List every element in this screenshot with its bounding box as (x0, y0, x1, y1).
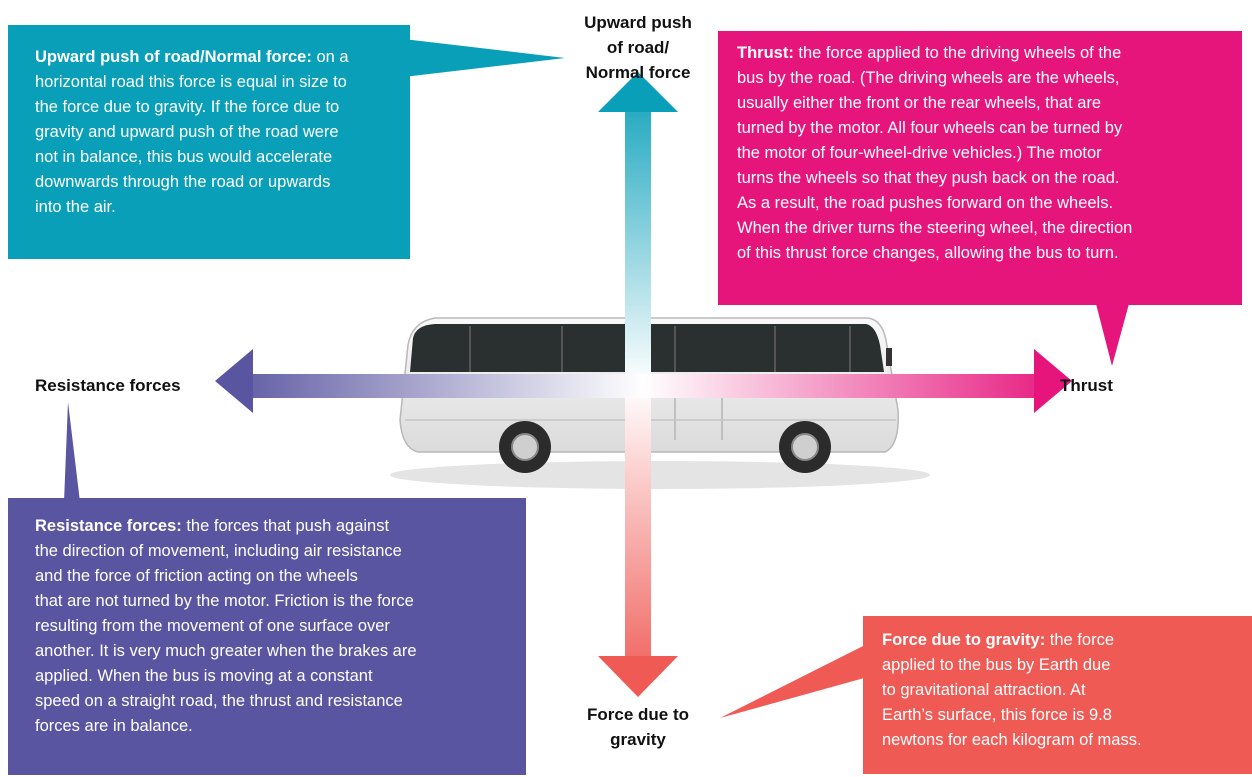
callout-text: on a (311, 48, 349, 66)
gravity-arrowhead (598, 656, 678, 697)
callout-text: the force applied to the driving wheels … (793, 44, 1122, 62)
callout-text: the force (1045, 631, 1114, 649)
callout-line: gravity and upward push of the road were (35, 123, 339, 141)
callout-line: the force due to gravity. If the force d… (35, 98, 340, 116)
callout-line: forces are in balance. (35, 717, 193, 735)
normal-force-arrowhead (598, 72, 678, 112)
callout-line: and the force of friction acting on the … (35, 567, 358, 585)
gravity-label-line: gravity (610, 730, 666, 749)
callout-text: the forces that push against (181, 517, 390, 535)
callout-line: the motor of four-wheel-drive vehicles.)… (737, 144, 1102, 162)
callout-line: horizontal road this force is equal in s… (35, 73, 347, 91)
callout-line: usually either the front or the rear whe… (737, 94, 1102, 112)
callout-line: applied. When the bus is moving at a con… (35, 667, 373, 685)
callout-line: not in balance, this bus would accelerat… (35, 148, 333, 166)
callout-title: Force due to gravity: (882, 631, 1046, 649)
callout-line: speed on a straight road, the thrust and… (35, 692, 403, 710)
callout-line: another. It is very much greater when th… (35, 642, 417, 660)
callout-line: turned by the motor. All four wheels can… (737, 119, 1123, 137)
callout-line: Force due to gravity: the force (882, 628, 1244, 653)
callout-title: Resistance forces: (35, 517, 182, 535)
gravity-box-pointer (720, 640, 875, 718)
callout-line: newtons for each kilogram of mass. (882, 731, 1142, 749)
callout-line: When the driver turns the steering wheel… (737, 219, 1133, 237)
bus-shadow (390, 461, 930, 489)
gravity-callout: Force due to gravity: the force applied … (863, 616, 1252, 774)
resistance-box-pointer (64, 402, 80, 502)
normal-force-label-line: of road/ (606, 38, 670, 57)
callout-line: Thrust: the force applied to the driving… (737, 41, 1230, 66)
resistance-callout: Resistance forces: the forces that push … (8, 498, 526, 775)
normal-force-callout: Upward push of road/Normal force: on a h… (8, 25, 410, 259)
callout-line: of this thrust force changes, allowing t… (737, 244, 1119, 262)
thrust-arrowhead (1034, 349, 1072, 413)
callout-line: downwards through the road or upwards (35, 173, 331, 191)
callout-title: Upward push of road/Normal force: (35, 48, 312, 66)
thrust-callout: Thrust: the force applied to the driving… (718, 31, 1242, 305)
resistance-label: Resistance forces (35, 376, 181, 395)
callout-line: into the air. (35, 198, 116, 216)
callout-line: the direction of movement, including air… (35, 542, 402, 560)
callout-line: to gravitational attraction. At (882, 681, 1086, 699)
thrust-label: Thrust (1060, 376, 1113, 395)
normal-force-label-line: Normal force (585, 63, 691, 82)
thrust-box-pointer (1095, 300, 1130, 366)
callout-line: applied to the bus by Earth due (882, 656, 1111, 674)
normal-box-pointer (395, 38, 565, 78)
callout-title: Thrust: (737, 44, 794, 62)
callout-line: turns the wheels so that they push back … (737, 169, 1120, 187)
callout-line: bus by the road. (The driving wheels are… (737, 69, 1120, 87)
gravity-label-line: Force due to (586, 705, 689, 724)
callout-line: Upward push of road/Normal force: on a (35, 45, 398, 70)
callout-line: resulting from the movement of one surfa… (35, 617, 390, 635)
resistance-arrowhead (215, 349, 253, 413)
callout-line: Resistance forces: the forces that push … (35, 514, 516, 539)
horizontal-force-arrow (215, 349, 1072, 413)
normal-force-label-line: Upward push (584, 13, 692, 32)
callout-line: that are not turned by the motor. Fricti… (35, 592, 414, 610)
gravity-label: Force due to gravity (548, 702, 728, 752)
callout-line: Earth’s surface, this force is 9.8 (882, 706, 1112, 724)
callout-line: As a result, the road pushes forward on … (737, 194, 1114, 212)
normal-force-label: Upward push of road/ Normal force (548, 10, 728, 85)
